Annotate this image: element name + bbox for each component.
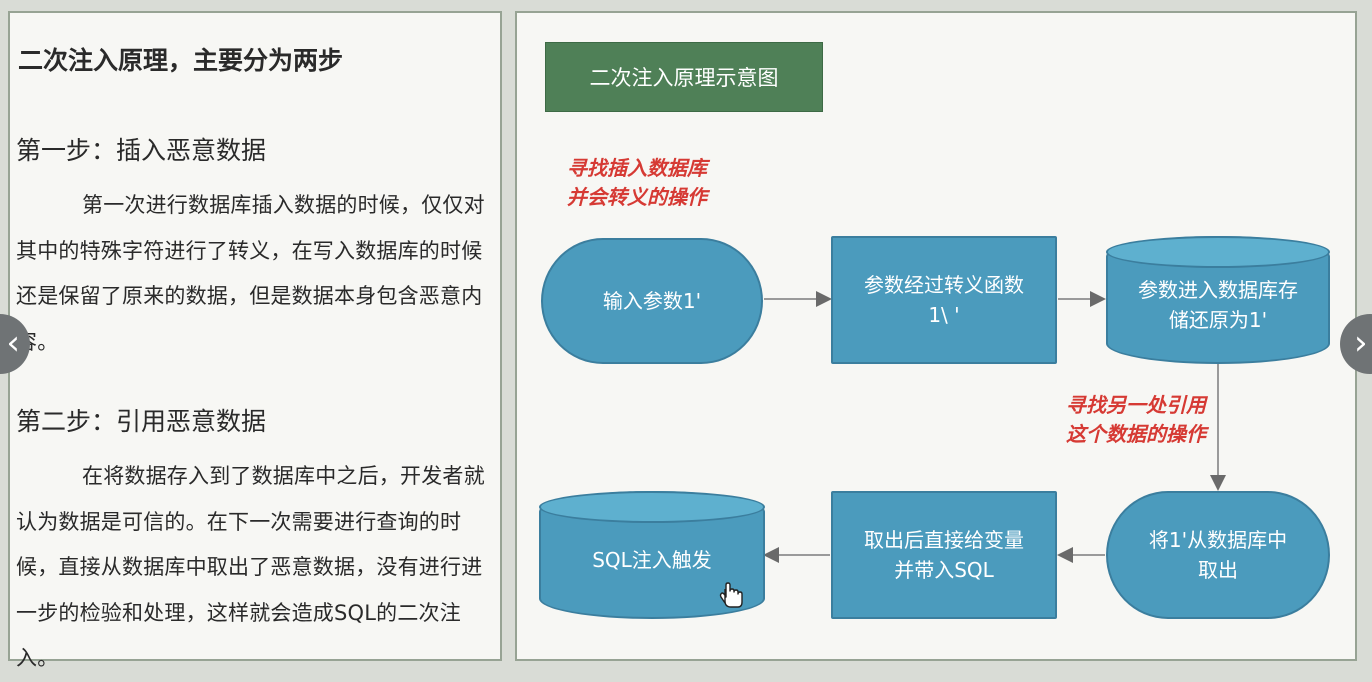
explanation-panel: 二次注入原理，主要分为两步 第一步：插入恶意数据 第一次进行数据库插入数据的时候…	[8, 11, 502, 670]
node-store-database: 参数进入数据库存 储还原为1'	[1106, 236, 1330, 364]
node-store-database-line2: 储还原为1'	[1168, 308, 1268, 332]
annotation-reference: 寻找另一处引用 这个数据的操作	[1066, 391, 1206, 449]
step2-title: 第二步：引用恶意数据	[16, 407, 267, 436]
diagram-panel: 二次注入原理示意图 寻找插入数据库 并会转义的操作 寻找另一处引用 这个数据的操…	[515, 11, 1357, 661]
node-sql-trigger-label: SQL注入触发	[592, 548, 712, 572]
flow-arrows	[763, 291, 1226, 563]
node-store-database-line1: 参数进入数据库存	[1138, 278, 1298, 302]
node-fetch-database-line1: 将1'从数据库中	[1148, 528, 1288, 552]
step1-title: 第一步：插入恶意数据	[16, 136, 267, 165]
step1-body: 第一次进行数据库插入数据的时候，仅仅对其中的特殊字符进行了转义，在写入数据库的时…	[16, 193, 485, 354]
node-sql-trigger: SQL注入触发	[539, 491, 765, 619]
node-assign-variable-line2: 并带入SQL	[894, 558, 994, 582]
node-escape-function-line1: 参数经过转义函数	[864, 273, 1024, 297]
node-escape-function: 参数经过转义函数 1\ '	[831, 236, 1057, 364]
annotation-insert-line2: 并会转义的操作	[567, 185, 707, 209]
annotation-reference-line1: 寻找另一处引用	[1066, 393, 1206, 417]
step2-body: 在将数据存入到了数据库中之后，开发者就认为数据是可信的。在下一次需要进行查询的时…	[16, 464, 485, 670]
page-title: 二次注入原理，主要分为两步	[18, 46, 344, 75]
annotation-insert: 寻找插入数据库 并会转义的操作	[567, 154, 707, 212]
diagram-tag: 二次注入原理示意图	[545, 42, 823, 112]
annotation-insert-line1: 寻找插入数据库	[567, 156, 707, 180]
node-input-param-label: 输入参数1'	[602, 289, 702, 313]
node-input-param: 输入参数1'	[541, 238, 763, 364]
node-assign-variable-line1: 取出后直接给变量	[864, 528, 1024, 552]
node-fetch-database-line2: 取出	[1198, 558, 1238, 582]
node-escape-function-line2: 1\ '	[928, 303, 960, 327]
node-assign-variable: 取出后直接给变量 并带入SQL	[831, 491, 1057, 619]
node-fetch-database: 将1'从数据库中 取出	[1106, 491, 1330, 619]
annotation-reference-line2: 这个数据的操作	[1066, 422, 1206, 446]
hand-cursor-icon	[719, 582, 743, 608]
